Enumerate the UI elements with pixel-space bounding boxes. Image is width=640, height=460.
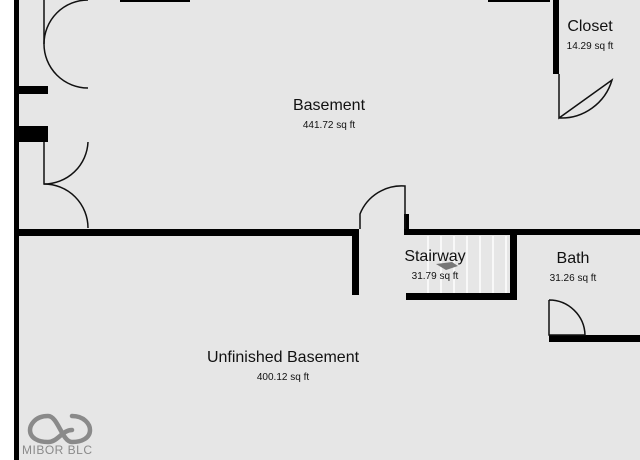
mibor-logo-icon xyxy=(27,413,93,445)
door-stairway xyxy=(359,185,406,229)
room-bath-name: Bath xyxy=(557,250,590,267)
room-basement-area: 441.72 sq ft xyxy=(303,120,355,131)
watermark-text: MIBOR BLC xyxy=(22,443,93,457)
room-unfinished-name: Unfinished Basement xyxy=(207,349,360,366)
room-stairway: Stairway 31.79 sq ft xyxy=(404,248,465,282)
door-bath xyxy=(548,299,586,336)
door-closet xyxy=(558,74,614,120)
room-basement: Basement 441.72 sq ft xyxy=(293,97,366,131)
divider-walls xyxy=(18,214,640,342)
room-unfinished-area: 400.12 sq ft xyxy=(257,372,309,383)
stair-arrow-icon xyxy=(436,262,458,270)
room-closet-area: 14.29 sq ft xyxy=(567,41,614,52)
room-bath: Bath 31.26 sq ft xyxy=(550,250,597,284)
room-stairway-area: 31.79 sq ft xyxy=(412,271,459,282)
room-closet: Closet 14.29 sq ft xyxy=(567,18,614,52)
room-bath-area: 31.26 sq ft xyxy=(550,273,597,284)
room-basement-name: Basement xyxy=(293,97,366,114)
room-unfinished-basement: Unfinished Basement 400.12 sq ft xyxy=(207,349,360,383)
closet-walls xyxy=(553,0,559,74)
outer-walls xyxy=(14,0,550,460)
room-closet-name: Closet xyxy=(567,18,613,35)
doors xyxy=(43,0,614,336)
room-stairway-name: Stairway xyxy=(404,248,465,265)
